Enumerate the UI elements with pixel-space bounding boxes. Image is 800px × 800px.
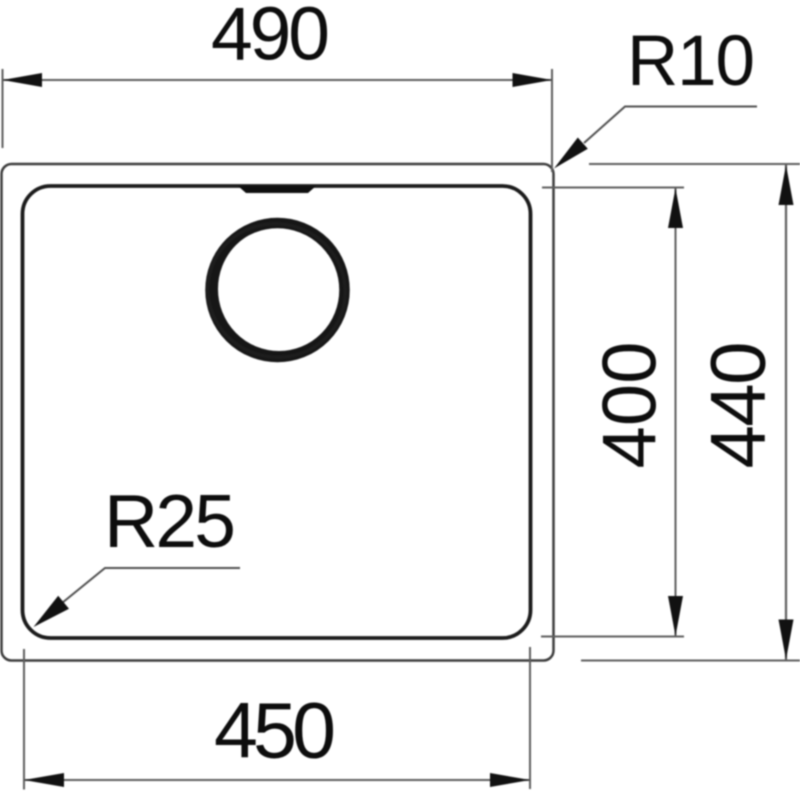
svg-text:440: 440 xyxy=(694,342,782,469)
svg-text:R10: R10 xyxy=(627,22,755,101)
svg-text:400: 400 xyxy=(588,342,673,469)
svg-text:R25: R25 xyxy=(104,479,236,563)
svg-text:490: 490 xyxy=(211,0,330,76)
svg-text:450: 450 xyxy=(214,686,336,775)
